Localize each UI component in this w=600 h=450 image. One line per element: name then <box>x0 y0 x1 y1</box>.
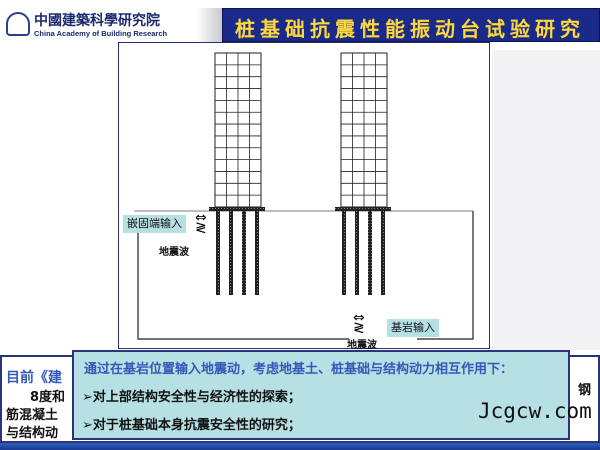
header-gradient <box>196 8 222 42</box>
pile <box>355 211 359 295</box>
fixed-end-input-label: 嵌固端输入 <box>123 215 186 233</box>
pile <box>368 211 372 295</box>
bg-text-line: 筋混凝土 <box>6 408 59 423</box>
seismic-wave-label: 地震波 <box>159 247 189 258</box>
pile-cap <box>209 207 265 211</box>
bg-text-line: 与结构动 <box>6 426 59 441</box>
slide-title: 桩基础抗震性能振动台试验研究 <box>235 17 585 41</box>
title-bar: 桩基础抗震性能振动台试验研究 <box>222 8 600 42</box>
background-decoration <box>492 50 600 350</box>
bg-text-line: 目前《建 <box>6 370 62 386</box>
bg-text-line: 8度和 <box>30 390 66 405</box>
logo-chinese: 中國建築科學研究院 <box>34 13 160 29</box>
soil-boundary <box>134 210 474 340</box>
bg-text-line: 钢 <box>578 383 592 398</box>
footer-bar <box>0 443 600 450</box>
pile <box>381 211 385 295</box>
callout-heading: 通过在基岩位置输入地震动，考虑地基土、桩基础与结构动力相互作用下： <box>84 362 514 377</box>
seismic-wave-label: 地震波 <box>347 340 377 351</box>
diagram-frame: 嵌固端输入 ⇔≷ 地震波 基岩输入 ⇔≷ 地震波 <box>118 42 490 351</box>
pile-cap <box>335 207 391 211</box>
seismic-wave-icon: ⇔≷ <box>353 310 365 336</box>
bedrock-input-label: 基岩输入 <box>387 319 439 337</box>
callout-box: 通过在基岩位置输入地震动，考虑地基土、桩基础与结构动力相互作用下： ➢对上部结构… <box>72 350 570 440</box>
pile <box>216 211 220 295</box>
callout-item: ➢对于桩基础本身抗震安全性的研究； <box>82 418 301 433</box>
academy-logo-icon <box>6 12 30 36</box>
logo: 中國建築科學研究院 China Academy of Building Rese… <box>6 10 186 44</box>
seismic-wave-icon: ⇔≷ <box>195 210 207 236</box>
logo-english: China Academy of Building Research <box>34 29 168 38</box>
pile <box>255 211 259 295</box>
pile <box>342 211 346 295</box>
pile <box>242 211 246 295</box>
pile-diagram <box>134 52 474 340</box>
callout-item: ➢对上部结构安全性与经济性的探索； <box>82 390 301 405</box>
watermark: Jcgcw.com <box>478 399 592 423</box>
pile <box>229 211 233 295</box>
